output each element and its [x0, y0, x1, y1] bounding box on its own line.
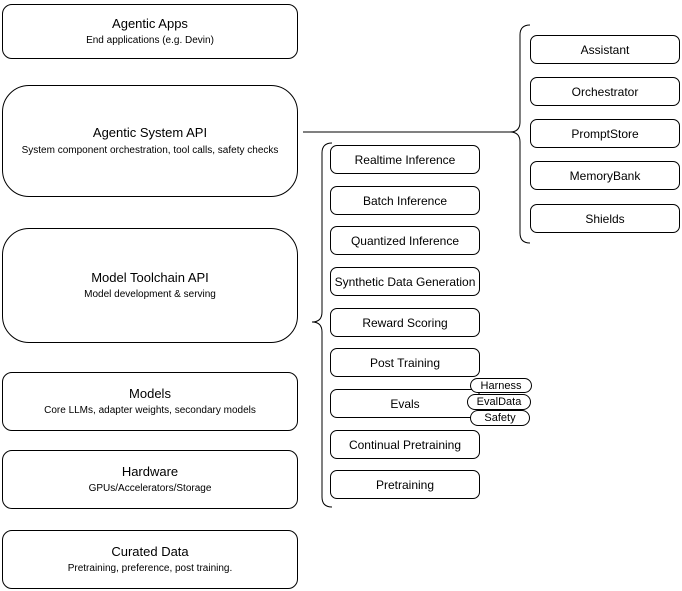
node-orchestrator: Orchestrator — [530, 77, 680, 106]
tag-harness: Harness — [470, 378, 532, 393]
node-realtime-inference: Realtime Inference — [330, 145, 480, 174]
node-curated-data: Curated Data Pretraining, preference, po… — [2, 530, 298, 589]
node-batch-inference: Batch Inference — [330, 186, 480, 215]
node-subtitle: GPUs/Accelerators/Storage — [88, 483, 212, 495]
node-models: Models Core LLMs, adapter weights, secon… — [2, 372, 298, 431]
node-quantized-inference: Quantized Inference — [330, 226, 480, 255]
node-assistant: Assistant — [530, 35, 680, 64]
node-synthetic-data-generation: Synthetic Data Generation — [330, 267, 480, 296]
node-agentic-apps: Agentic Apps End applications (e.g. Devi… — [2, 4, 298, 59]
node-continual-pretraining: Continual Pretraining — [330, 430, 480, 459]
node-subtitle: Pretraining, preference, post training. — [67, 563, 233, 575]
node-promptstore: PromptStore — [530, 119, 680, 148]
node-agentic-system-api: Agentic System API System component orch… — [2, 85, 298, 197]
node-evals: Evals — [330, 389, 480, 418]
tag-evaldata: EvalData — [467, 394, 531, 410]
node-title: Agentic System API — [92, 125, 208, 141]
toolchain-brace — [311, 142, 333, 508]
node-model-toolchain-api: Model Toolchain API Model development & … — [2, 228, 298, 343]
node-hardware: Hardware GPUs/Accelerators/Storage — [2, 450, 298, 509]
node-post-training: Post Training — [330, 348, 480, 377]
node-subtitle: Model development & serving — [84, 289, 216, 301]
node-title: Curated Data — [111, 543, 189, 559]
node-memorybank: MemoryBank — [530, 161, 680, 190]
node-subtitle: End applications (e.g. Devin) — [86, 35, 214, 47]
node-subtitle: Core LLMs, adapter weights, secondary mo… — [44, 405, 256, 417]
node-shields: Shields — [530, 204, 680, 233]
node-title: Models — [129, 385, 171, 401]
node-title: Model Toolchain API — [91, 269, 209, 285]
node-title: Agentic Apps — [112, 15, 188, 31]
node-pretraining: Pretraining — [330, 470, 480, 499]
node-title: Hardware — [121, 463, 179, 479]
system-components-brace — [509, 24, 531, 244]
node-reward-scoring: Reward Scoring — [330, 308, 480, 337]
node-subtitle: System component orchestration, tool cal… — [21, 144, 279, 156]
tag-safety: Safety — [470, 410, 530, 426]
